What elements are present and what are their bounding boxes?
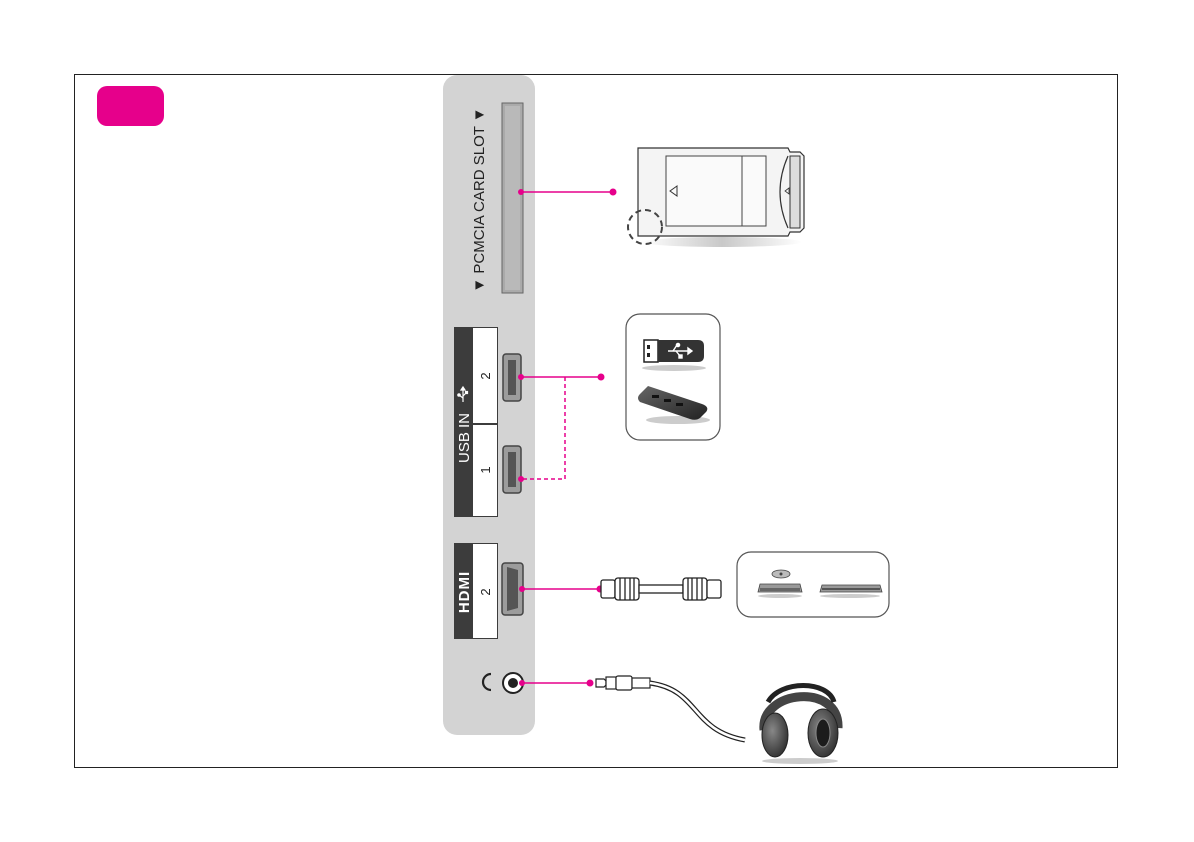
headphones-icon bbox=[762, 686, 838, 765]
usb-port-1[interactable] bbox=[503, 446, 521, 493]
usb-flash-drive-icon bbox=[642, 340, 706, 371]
hdmi-logo: HDMI bbox=[456, 571, 473, 613]
hdmi-port-number: 2 bbox=[478, 588, 493, 595]
pcmcia-slot[interactable] bbox=[502, 103, 523, 293]
usb-port-1-number: 1 bbox=[478, 466, 493, 473]
ci-card-module bbox=[628, 148, 804, 247]
audio-cable bbox=[596, 676, 745, 740]
hdmi-cable bbox=[601, 578, 721, 600]
settop-box-icon bbox=[820, 585, 882, 598]
usb-port-2-number: 2 bbox=[478, 372, 493, 379]
pcmcia-slot-label: ▼ PCMCIA CARD SLOT ▼ bbox=[471, 107, 488, 292]
usb-in-label: USB IN bbox=[456, 413, 473, 463]
